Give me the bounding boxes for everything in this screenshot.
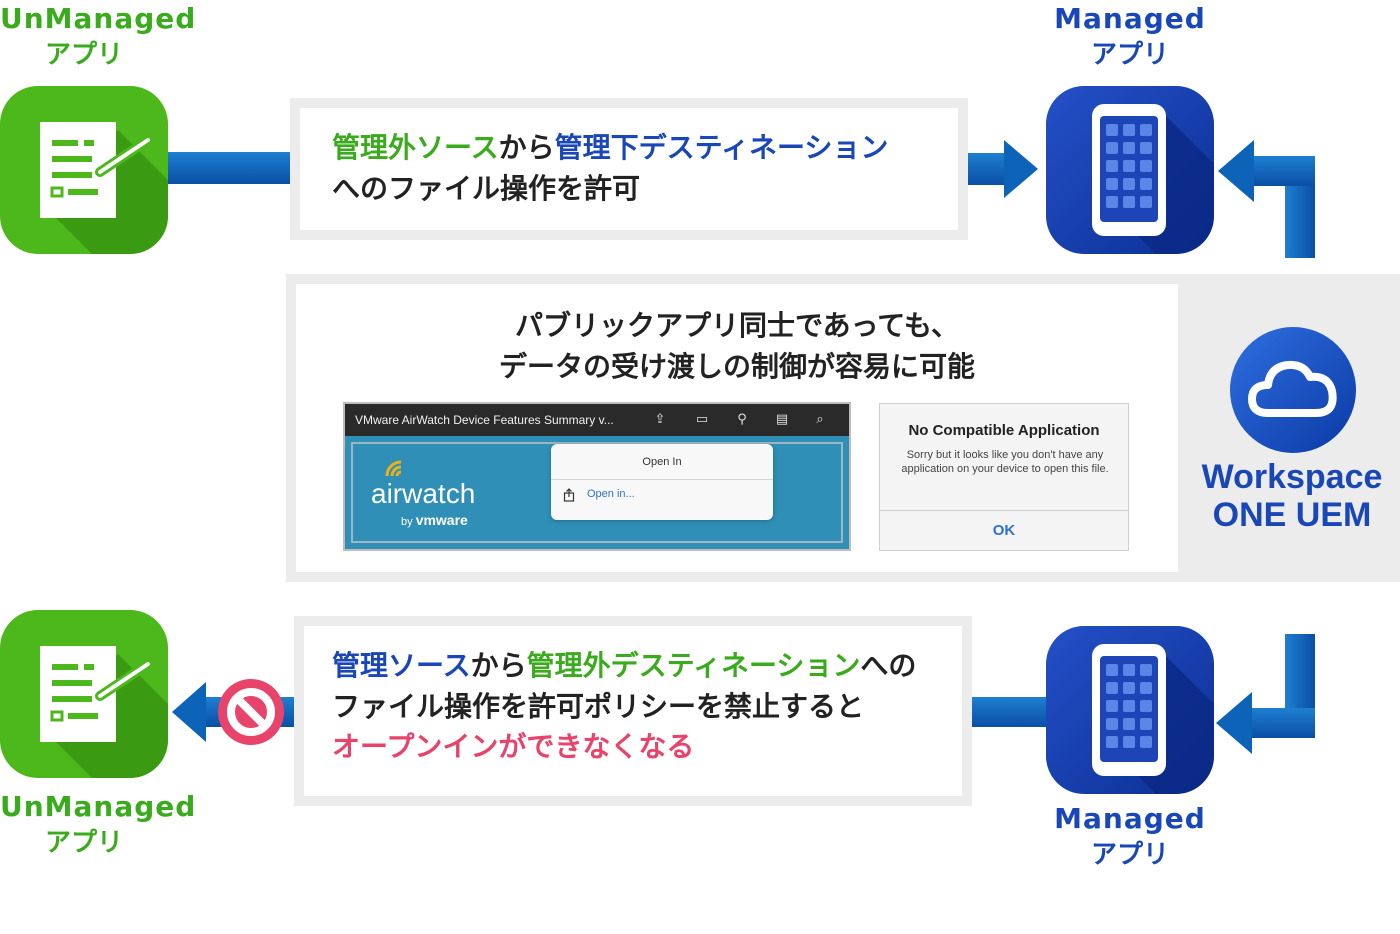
document-toolbar: VMware AirWatch Device Features Summary … <box>345 404 849 436</box>
alert-body: Sorry but it looks like you don't have a… <box>901 449 1109 476</box>
bottom-message-destination: 管理外デスティネーション <box>526 649 861 682</box>
open-in-option[interactable]: Open in... <box>587 488 635 500</box>
bottom-message-from: から <box>470 649 527 682</box>
document-title: VMware AirWatch Device Features Summary … <box>355 413 614 427</box>
bottom-left-label-ja: アプリ <box>44 827 123 858</box>
top-left-label: UnManaged アプリ <box>0 0 197 73</box>
bottom-message-box <box>304 626 962 796</box>
wifi-logo-icon <box>385 460 402 477</box>
cloud-icon <box>1230 327 1356 453</box>
alert-title: No Compatible Application <box>908 422 1100 439</box>
alert-divider <box>880 510 1128 511</box>
bottom-left-label: UnManaged アプリ <box>0 788 197 861</box>
managed-app-icon-top <box>1046 86 1214 254</box>
alert-ok-button[interactable]: OK <box>992 522 1016 539</box>
bottom-left-label-en: UnManaged <box>0 790 197 823</box>
unmanaged-app-icon-top <box>0 86 168 254</box>
middle-message: パブリックアプリ同士であっても、 データの受け渡しの制御が容易に可能 <box>296 306 1178 387</box>
top-left-label-ja: アプリ <box>44 39 123 70</box>
top-message-from: から <box>498 131 555 164</box>
bottom-message-to: への <box>860 649 917 682</box>
open-in-screenshot: VMware AirWatch Device Features Summary … <box>343 402 851 551</box>
top-elbow-arrow <box>1218 140 1315 258</box>
top-message-source: 管理外ソース <box>332 131 499 164</box>
top-right-arrow <box>966 140 1038 198</box>
top-right-label-en: Managed <box>1054 2 1206 35</box>
workspace-line2: ONE UEM <box>1212 496 1372 535</box>
bottom-message-line3: オープンインができなくなる <box>332 730 695 764</box>
document-edit-icon <box>0 610 168 778</box>
brand-by: by <box>401 516 413 528</box>
bottom-elbow-arrow <box>1216 634 1315 754</box>
share-icon[interactable]: ⇪ <box>654 412 666 427</box>
middle-message-line2: データの受け渡しの制御が容易に可能 <box>498 349 975 383</box>
top-right-label: Managed アプリ <box>1040 0 1220 73</box>
top-message: 管理外ソースから管理下デスティネーション へのファイル操作を許可 <box>332 128 952 209</box>
search-icon[interactable]: ⌕ <box>816 412 824 427</box>
brand-vmware: vmware <box>415 512 468 528</box>
document-edit-icon <box>0 86 168 254</box>
document-page: airwatch by vmware <box>351 442 843 543</box>
tablet-icon <box>1046 626 1214 794</box>
bottom-message-line1: 管理ソースから管理外デスティネーションへの <box>332 646 962 687</box>
bottom-message-source: 管理ソース <box>332 649 471 682</box>
managed-app-icon-bottom <box>1046 626 1214 794</box>
bottom-message: 管理ソースから管理外デスティネーションへの ファイル操作を許可ポリシーを禁止する… <box>332 646 962 768</box>
bottom-message-line2: ファイル操作を許可ポリシーを禁止すると <box>332 689 865 723</box>
open-in-popup[interactable]: Open In Open in... <box>551 444 773 520</box>
bottom-right-connector <box>972 697 1048 727</box>
by-vmware-logo: by vmware <box>401 512 468 528</box>
comment-icon[interactable]: ▭ <box>695 412 709 427</box>
top-message-box <box>300 108 958 230</box>
top-message-line2: へのファイル操作を許可 <box>332 171 641 205</box>
no-compatible-app-alert: No Compatible Application Sorry but it l… <box>879 403 1129 551</box>
top-right-label-ja: アプリ <box>1090 39 1169 70</box>
unmanaged-app-icon-bottom <box>0 610 168 778</box>
tablet-icon <box>1046 86 1214 254</box>
bottom-right-label-en: Managed <box>1054 802 1206 835</box>
bottom-right-label-ja: アプリ <box>1090 839 1169 870</box>
middle-message-line1: パブリックアプリ同士であっても、 <box>514 309 960 342</box>
popup-title: Open In <box>551 444 773 480</box>
page-icon[interactable]: ▤ <box>775 412 789 427</box>
share-icon <box>563 488 575 502</box>
workspace-one-uem-label: Workspace ONE UEM <box>1186 458 1398 534</box>
bottom-right-label: Managed アプリ <box>1040 800 1220 873</box>
link-icon[interactable]: ⚲ <box>737 412 747 427</box>
top-message-line1: 管理外ソースから管理下デスティネーション <box>332 128 952 169</box>
prohibited-icon <box>218 679 284 745</box>
top-left-connector <box>166 152 292 184</box>
top-left-label-en: UnManaged <box>0 2 197 35</box>
workspace-line1: Workspace <box>1201 458 1383 496</box>
top-message-destination: 管理下デスティネーション <box>554 131 889 164</box>
airwatch-logo: airwatch <box>371 478 476 509</box>
